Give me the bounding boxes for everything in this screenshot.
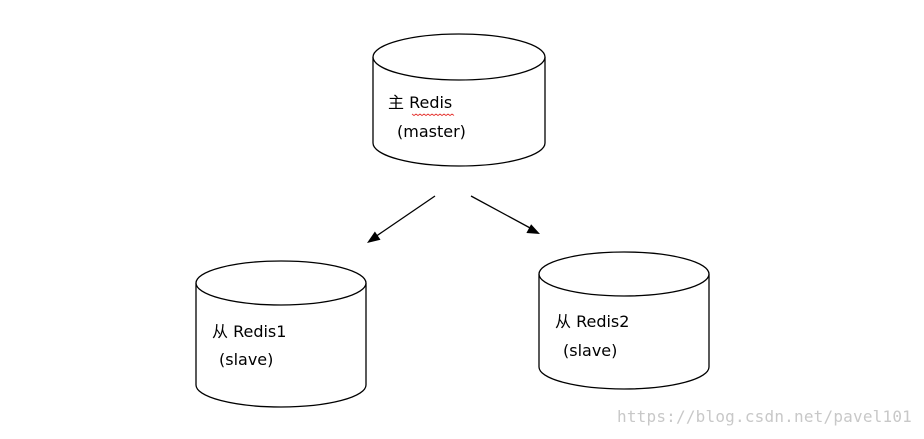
slave1-role: (slave) (219, 350, 273, 369)
arrow-to-slave1 (367, 195, 436, 243)
master-role: (master) (397, 122, 466, 141)
master-node: 主 Redis (master) (372, 33, 546, 167)
master-label: 主 Redis (388, 93, 452, 112)
arrow-to-slave1-shaft (374, 195, 436, 238)
arrow-to-slave1-head (367, 231, 381, 243)
slave2-role: (slave) (563, 341, 617, 360)
slave2-cylinder-body (538, 274, 710, 390)
master-cylinder-top (372, 33, 546, 81)
slave1-cylinder-top (195, 260, 367, 306)
arrow-to-slave2-shaft (470, 195, 533, 230)
watermark-url: https://blog.csdn.net/pavel101 (617, 407, 912, 426)
slave1-label: 从 Redis1 (212, 322, 286, 341)
arrow-to-slave2 (470, 195, 540, 234)
spellcheck-underline (411, 113, 455, 117)
slave1-node: 从 Redis1 (slave) (195, 260, 367, 408)
slave2-node: 从 Redis2 (slave) (538, 251, 710, 390)
slave2-label: 从 Redis2 (555, 312, 629, 331)
master-cylinder-body (372, 57, 546, 167)
slave1-cylinder-body (195, 283, 367, 408)
arrow-to-slave2-head (526, 224, 540, 234)
slave2-cylinder-top (538, 251, 710, 297)
